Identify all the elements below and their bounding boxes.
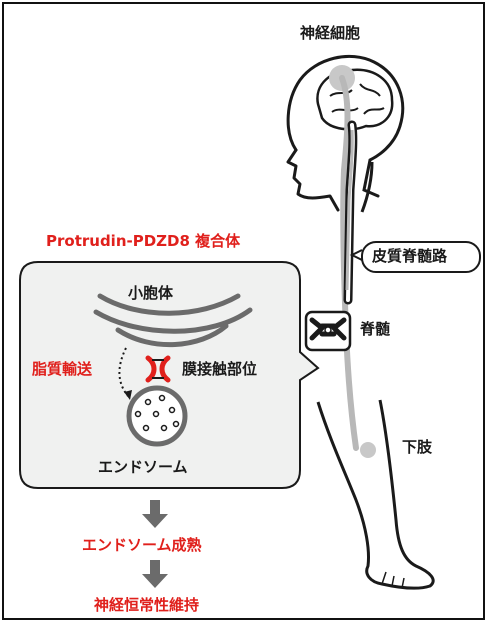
tract-label-bubble	[361, 241, 481, 273]
neck-back	[360, 161, 374, 213]
contact-site-right	[159, 355, 171, 383]
label-complex: Protrudin-PDZD8 複合体	[46, 232, 241, 250]
down-arrow-2	[142, 560, 168, 588]
label-er: 小胞体	[128, 284, 174, 302]
tract-callout-arrow	[349, 249, 363, 261]
label-endosome-maturation: エンドソーム成熟	[82, 536, 202, 554]
leg-outline	[316, 399, 435, 590]
label-corticospinal-tract: 皮質脊髄路	[372, 247, 448, 265]
er-tubule-upper	[97, 293, 241, 316]
label-endosome: エンドソーム	[98, 458, 188, 476]
corticospinal-tract	[339, 75, 359, 451]
head-outline	[286, 54, 405, 198]
endosome-vesicles	[134, 394, 180, 432]
contact-site-left	[145, 355, 157, 383]
er-tubule-lower	[115, 323, 229, 348]
lipid-transport-arrow	[118, 347, 129, 397]
label-spinal-cord: 脊髄	[360, 320, 391, 338]
lower-limb-terminal	[360, 442, 376, 458]
label-lower-limb: 下肢	[402, 438, 433, 456]
label-contact-site: 膜接触部位	[182, 360, 258, 378]
label-neuron: 神経細胞	[300, 24, 361, 42]
spinal-cord-grey-matter	[309, 317, 347, 341]
er-tubule-middle	[93, 307, 253, 334]
down-arrow-1	[142, 500, 168, 528]
detail-panel	[19, 261, 320, 489]
label-neural-homeostasis: 神経恒常性維持	[94, 596, 200, 614]
label-lipid-transport: 脂質輸送	[32, 360, 93, 378]
face-profile	[286, 148, 340, 212]
figure-frame	[2, 2, 485, 620]
